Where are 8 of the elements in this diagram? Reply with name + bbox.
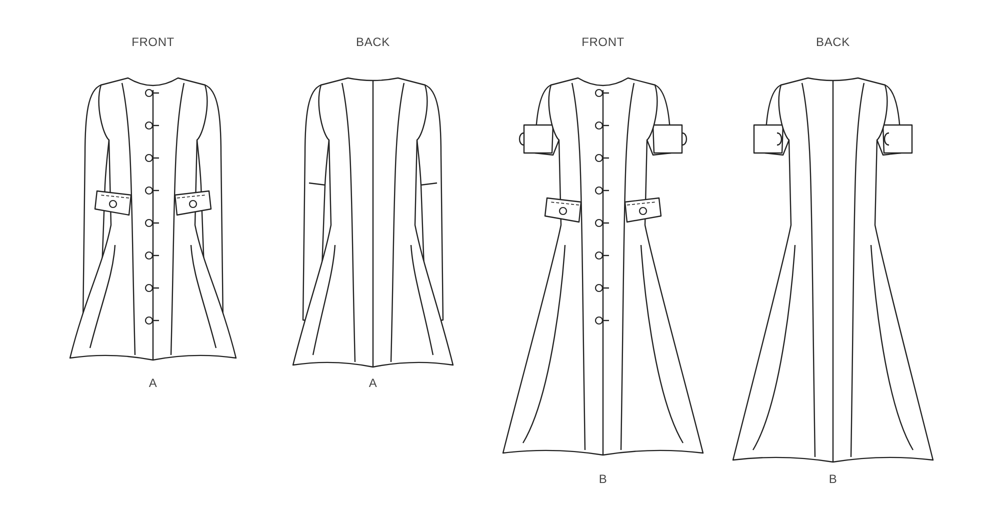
view-label: BACK xyxy=(816,35,850,49)
view-letter: B xyxy=(598,472,608,486)
view-letter: A xyxy=(148,376,158,390)
view-label: FRONT xyxy=(582,35,624,49)
view-letter: B xyxy=(828,472,838,486)
view-label: BACK xyxy=(356,35,390,49)
view-label: FRONT xyxy=(132,35,174,49)
view-letter: A xyxy=(368,376,378,390)
